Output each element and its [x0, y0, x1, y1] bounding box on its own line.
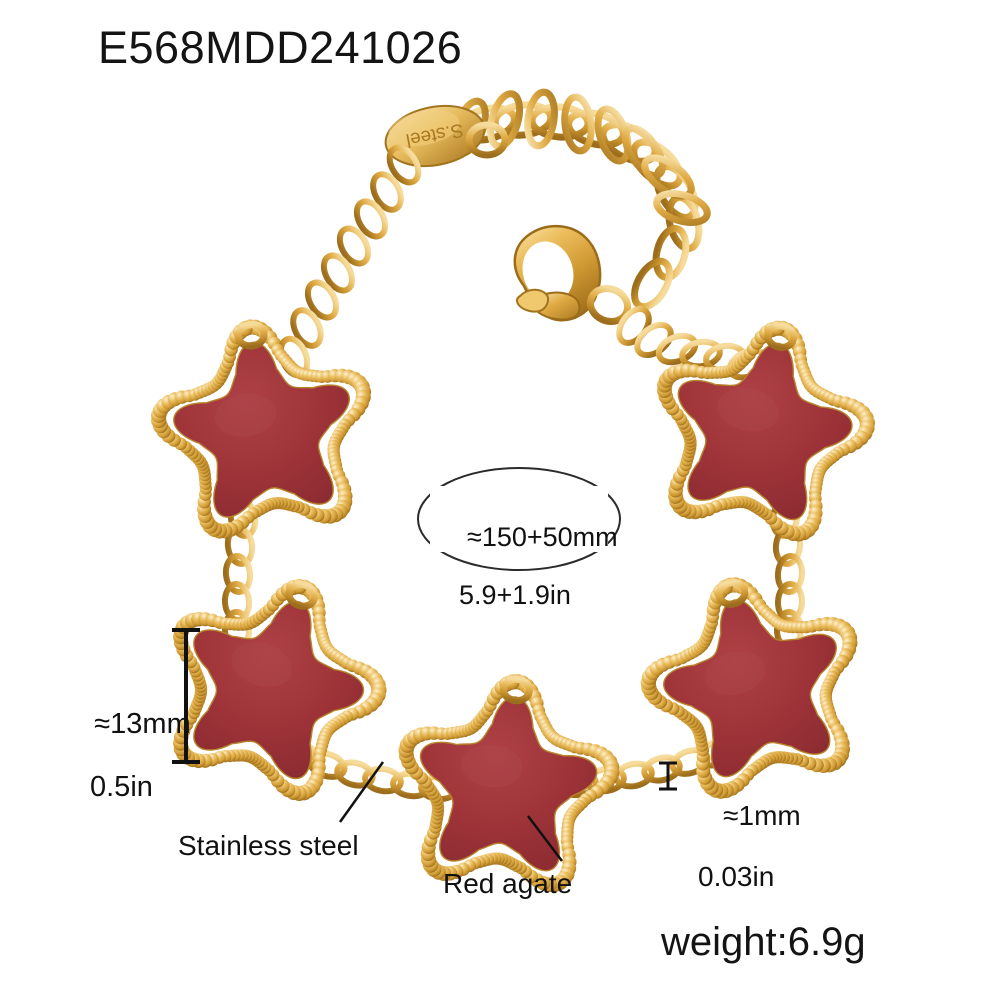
leader-line-stainless-steel	[338, 761, 385, 823]
jump-ring	[715, 578, 749, 608]
flower-center-bottom	[398, 673, 620, 893]
chain-left-upper	[277, 144, 422, 379]
chain-thickness-caliper	[659, 761, 677, 791]
agate-stone	[193, 600, 365, 780]
beaded-bezel	[173, 578, 387, 802]
extension-lower-links	[631, 225, 690, 311]
agate-stone	[173, 341, 351, 518]
stone-highlight	[717, 387, 779, 432]
material-stone-label: Red agate	[443, 868, 573, 899]
length-dimension-label: ≈150+50mm 5.9+1.9in	[437, 494, 618, 669]
jump-ring	[764, 322, 798, 351]
beaded-bezel	[151, 319, 372, 539]
jump-ring	[499, 675, 533, 705]
agate-stone	[677, 342, 853, 521]
product-sku-title: E568MDD241026	[98, 22, 463, 73]
jump-ring	[285, 580, 319, 610]
stone-highlight	[460, 744, 523, 788]
agate-stone	[663, 599, 837, 778]
chain-thickness-imperial: 0.03in	[698, 860, 775, 892]
stone-highlight	[214, 393, 277, 437]
chain-thickness-metric: ≈1mm	[723, 800, 801, 832]
flower-motif-group	[151, 319, 876, 893]
stone-highlight	[704, 651, 766, 696]
stone-highlight	[231, 642, 292, 687]
flower-bottom-right	[640, 577, 858, 799]
jump-ring	[234, 321, 268, 350]
lobster-clasp	[513, 224, 632, 325]
flower-top-left	[151, 319, 372, 539]
agate-stone	[419, 696, 598, 872]
weight-label: weight:6.9g	[661, 920, 866, 964]
flower-bottom-left	[173, 578, 387, 802]
length-imperial: 5.9+1.9in	[459, 580, 571, 611]
material-chain-label: Stainless steel	[178, 830, 359, 861]
leader-line-red-agate	[527, 815, 563, 862]
motif-size-label: ≈13mm 0.5in	[62, 678, 191, 866]
motif-size-caliper	[172, 628, 200, 764]
chain-thickness-label: ≈1mm 0.03in	[692, 771, 801, 952]
length-callout-oval	[417, 467, 621, 571]
motif-size-metric: ≈13mm	[94, 708, 191, 741]
flower-top-right	[656, 320, 876, 542]
motif-size-imperial: 0.5in	[90, 770, 153, 803]
length-metric: ≈150+50mm	[467, 522, 618, 553]
